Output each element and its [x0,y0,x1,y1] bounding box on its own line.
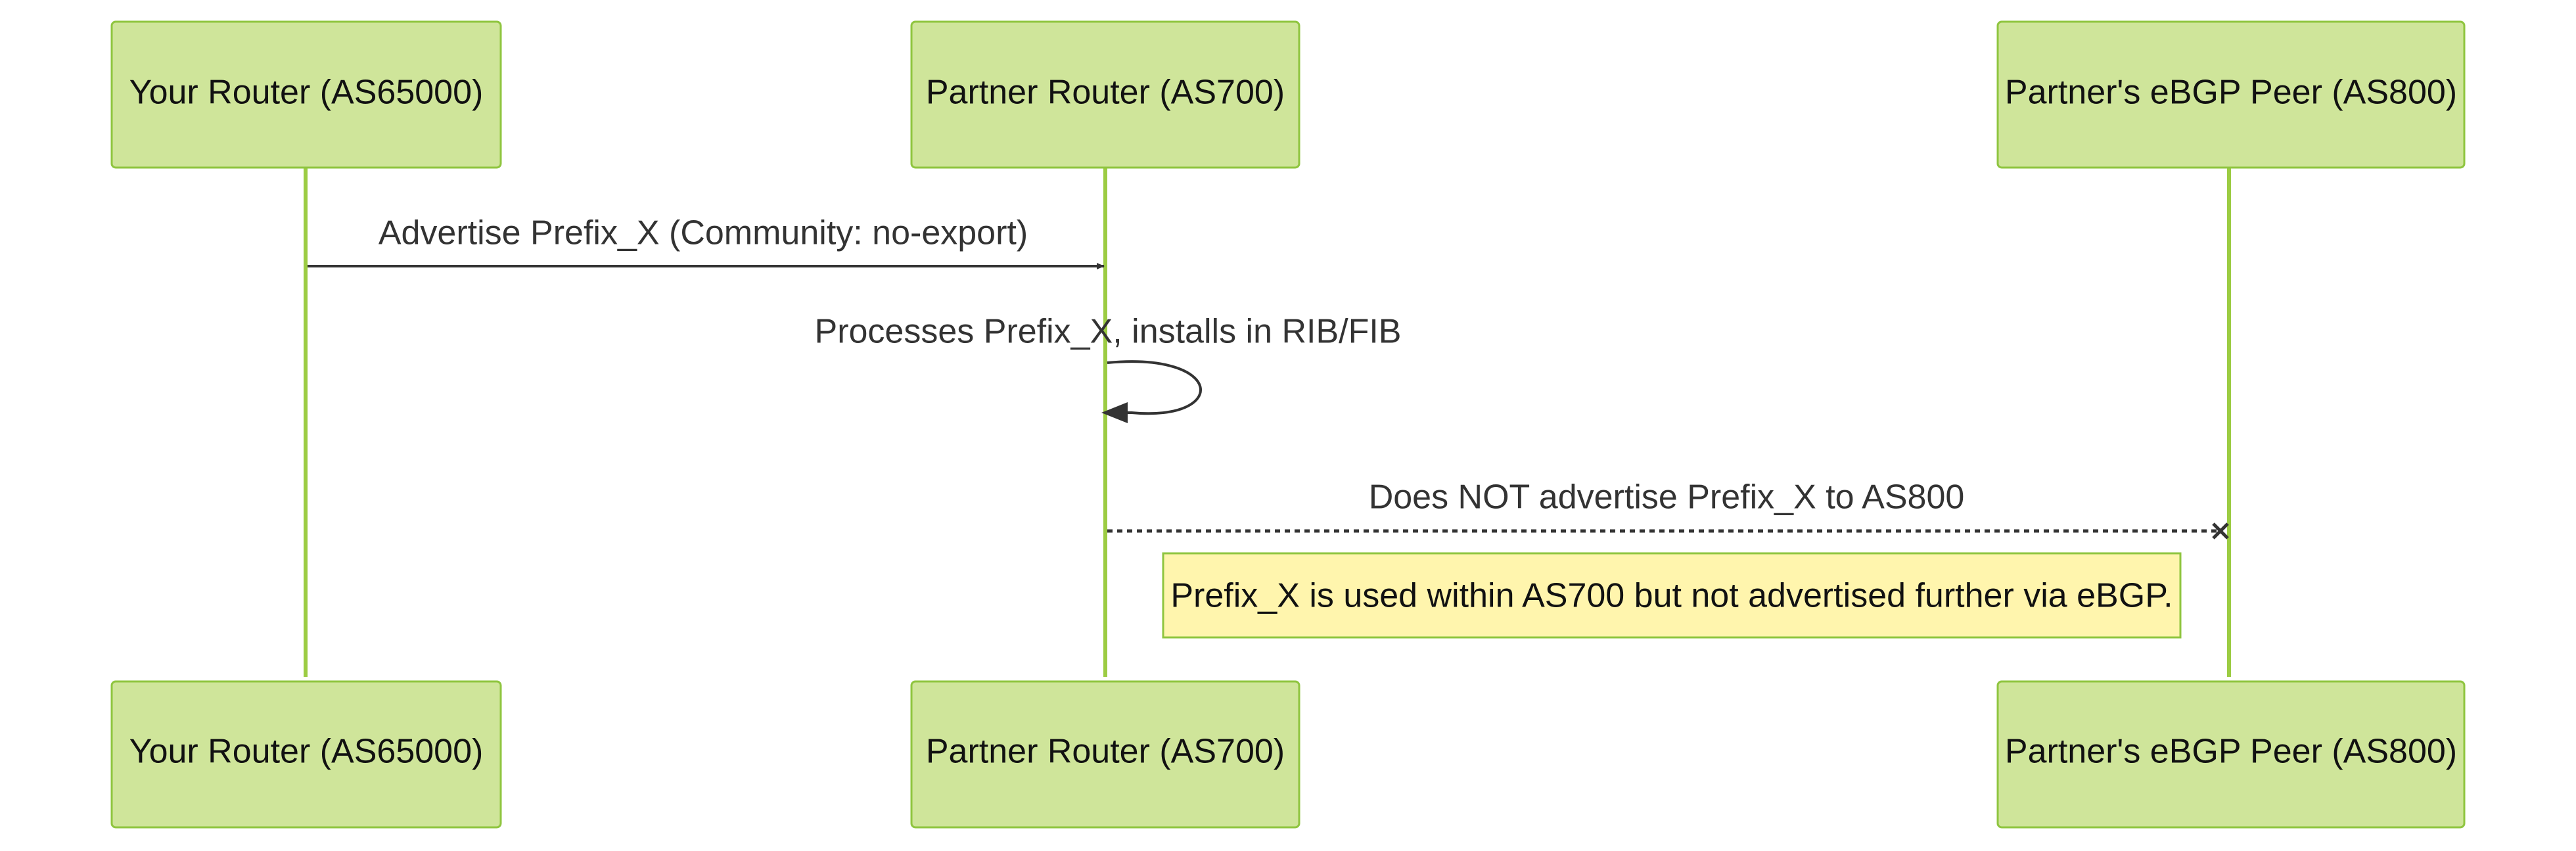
note-text: Prefix_X is used within AS700 but not ad… [1170,577,2173,615]
actor-ebgp-peer-top-label: Partner's eBGP Peer (AS800) [2005,74,2457,112]
message-1-label: Advertise Prefix_X (Community: no-export… [379,214,1028,252]
message-2-self-loop [1107,360,1202,415]
note: Prefix_X is used within AS700 but not ad… [1162,552,2182,639]
message-2-label: Processes Prefix_X, installs in RIB/FIB [815,313,1402,351]
message-3-label: Does NOT advertise Prefix_X to AS800 [1369,478,1965,517]
actor-your-router-top[interactable]: Your Router (AS65000) [110,20,502,169]
actor-your-router-bottom-label: Your Router (AS65000) [129,733,484,771]
actor-partner-router-top-label: Partner Router (AS700) [926,74,1285,112]
actor-ebgp-peer-bottom-label: Partner's eBGP Peer (AS800) [2005,733,2457,771]
actor-partner-router-bottom[interactable]: Partner Router (AS700) [910,680,1300,829]
actor-ebgp-peer-top[interactable]: Partner's eBGP Peer (AS800) [1996,20,2466,169]
message-2-arrowhead [1101,402,1128,423]
actor-your-router-bottom[interactable]: Your Router (AS65000) [110,680,502,829]
actor-partner-router-bottom-label: Partner Router (AS700) [926,733,1285,771]
actor-partner-router-top[interactable]: Partner Router (AS700) [910,20,1300,169]
message-3-cross-icon [2212,522,2229,540]
actor-your-router-top-label: Your Router (AS65000) [129,74,484,112]
actor-ebgp-peer-bottom[interactable]: Partner's eBGP Peer (AS800) [1996,680,2466,829]
